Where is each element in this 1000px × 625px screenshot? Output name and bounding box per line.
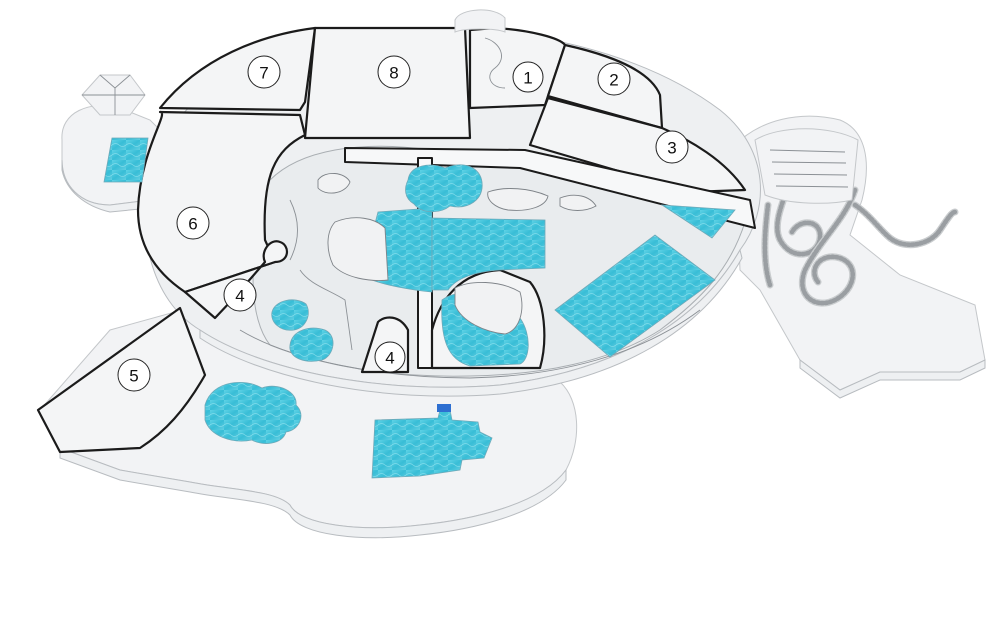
pool-north-round [405, 164, 483, 213]
zone-label-7-text: 7 [259, 64, 268, 83]
courtyard-island-3 [454, 281, 523, 335]
zone-label-2-text: 2 [609, 71, 618, 90]
pool-gate-marker [437, 404, 451, 412]
gazebo-roof [82, 74, 145, 115]
zone-label-6-text: 6 [188, 215, 197, 234]
zone-label-2: 2 [597, 62, 631, 96]
zone-label-5: 5 [117, 358, 151, 392]
zone-label-4b: 4 [374, 341, 406, 373]
north-rotunda [454, 9, 506, 33]
zone-label-3-text: 3 [667, 139, 676, 158]
north-entry-ramp [484, 37, 506, 89]
courtyard-island-5 [559, 194, 597, 211]
zone-label-1-text: 1 [523, 69, 532, 88]
courtyard-island-1 [317, 173, 351, 194]
east-ground-pad-edge [799, 359, 986, 399]
zone-label-8: 8 [377, 55, 411, 89]
courtyard-island-4 [487, 188, 549, 211]
slide-tower [754, 128, 859, 204]
zone-label-3: 3 [655, 130, 689, 164]
building-northwest [158, 26, 317, 112]
zone-label-6: 6 [176, 206, 210, 240]
zone-label-8-text: 8 [389, 64, 398, 83]
zone-label-7: 7 [247, 55, 281, 89]
slide-tower-stairs [769, 149, 849, 188]
slide-loop-2-rings [800, 187, 858, 306]
building-west [136, 110, 307, 294]
south-ground-pad-edge [59, 447, 567, 539]
zone-label-4a-text: 4 [235, 287, 244, 306]
main-shell-edge [199, 248, 743, 397]
zone-label-4b-text: 4 [385, 349, 394, 368]
pool-west-small-2 [289, 327, 334, 362]
courtyard-island-2 [327, 217, 389, 281]
pool-left-pad [103, 137, 149, 183]
zone-label-1: 1 [512, 61, 544, 93]
pool-central [431, 217, 546, 291]
pool-south-west [204, 382, 302, 444]
pool-east-small [660, 204, 736, 239]
pool-large-rect [554, 234, 716, 358]
slide-snake [851, 201, 959, 249]
zone-label-4a: 4 [223, 278, 257, 312]
slide-short-rings [762, 202, 773, 288]
pool-west-small-1 [271, 299, 309, 331]
corridor-bar [344, 147, 756, 229]
courtyard-path [289, 199, 353, 351]
zone-label-5-text: 5 [129, 367, 138, 386]
slide-snake-rings [852, 202, 958, 247]
